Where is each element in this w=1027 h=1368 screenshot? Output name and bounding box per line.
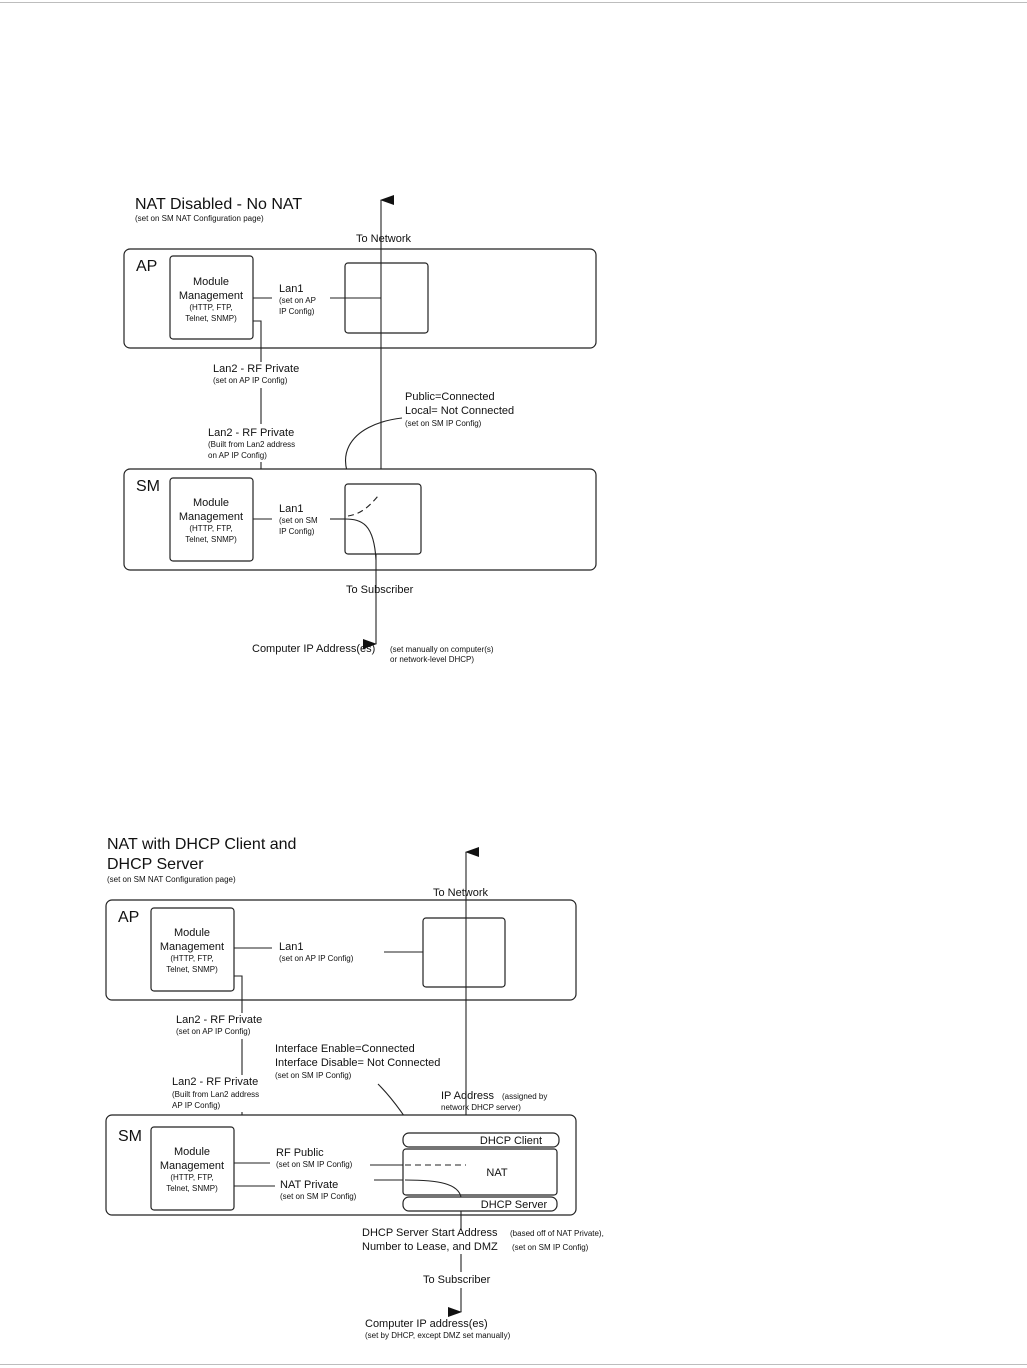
computer-ip-sub-2: (set by DHCP, except DMZ set manually) (365, 1331, 511, 1340)
nat-box (402, 1148, 558, 1196)
sm-module-line1: Module (193, 497, 229, 509)
sm-label: SM (136, 478, 160, 495)
sm2-module-management-box (150, 1126, 235, 1211)
sm2-module-line1: Module (174, 1146, 210, 1158)
lan2-ap-sub: (set on AP IP Config) (213, 376, 288, 385)
lan2-sm-label: Lan2 - RF Private (208, 427, 294, 439)
sm-module-line2: Management (179, 511, 243, 523)
lan2-sm-sub2: on AP IP Config) (208, 451, 267, 460)
sm-lan1-curve (344, 518, 377, 561)
nat-private-curve (404, 1179, 462, 1198)
diagram-nat-disabled: NAT Disabled - No NAT (set on SM NAT Con… (123, 195, 597, 664)
ip-address-sub1: (assigned by (502, 1092, 547, 1101)
ap2-module-line1: Module (174, 927, 210, 939)
sm-interface-box (344, 483, 422, 555)
interface-sub: (set on SM IP Config) (275, 1071, 352, 1080)
dhcp-server-label: DHCP Server (481, 1199, 548, 1211)
rf-public-sub: (set on SM IP Config) (276, 1160, 353, 1169)
ap-module-line1: Module (193, 276, 229, 288)
sm2-module-sub2: Telnet, SNMP) (166, 1184, 218, 1193)
lan2-sm2-label: Lan2 - RF Private (172, 1076, 258, 1088)
nat-private-label: NAT Private (280, 1179, 338, 1191)
sm-lan1-sub1: (set on SM (279, 516, 318, 525)
ap-lan2-connector (253, 320, 262, 362)
rf-public-label: RF Public (276, 1147, 324, 1159)
lan2-ap2-sub: (set on AP IP Config) (176, 1027, 251, 1036)
ap-lan1-sub1: (set on AP (279, 296, 316, 305)
ap-lan1-label: Lan1 (279, 283, 303, 295)
dhcp-start-sub: (based off of NAT Private), (510, 1229, 604, 1238)
nat-private-sub: (set on SM IP Config) (280, 1192, 357, 1201)
top-rule (0, 2, 1027, 3)
ap-label: AP (136, 258, 157, 275)
diagram-nat-dhcp: NAT with DHCP Client and DHCP Server (se… (105, 836, 604, 1340)
dhcp-lease-label: Number to Lease, and DMZ (362, 1241, 498, 1253)
ap-module-line2: Management (179, 290, 243, 302)
diagram2-subtitle: (set on SM NAT Configuration page) (107, 875, 236, 884)
diagram1-subtitle: (set on SM NAT Configuration page) (135, 214, 264, 223)
sm-module-sub1: (HTTP, FTP, (189, 524, 232, 533)
diagram1-to-subscriber: To Subscriber (346, 584, 414, 596)
ap-module-sub2: Telnet, SNMP) (185, 314, 237, 323)
interface-enable-label: Interface Enable=Connected (275, 1043, 415, 1055)
computer-ip-label: Computer IP Address(es) (252, 643, 375, 655)
diagram2-to-subscriber: To Subscriber (423, 1274, 491, 1286)
ap2-module-management-box (150, 907, 235, 992)
diagram1-title: NAT Disabled - No NAT (135, 196, 302, 213)
bottom-rule (0, 1364, 1027, 1365)
ap2-module-sub1: (HTTP, FTP, (170, 954, 213, 963)
dhcp-client-box (402, 1132, 560, 1148)
ip-address-sub2: network DHCP server) (441, 1103, 521, 1112)
dhcp-client-label: DHCP Client (480, 1135, 542, 1147)
local-not-connected-label: Local= Not Connected (405, 405, 514, 417)
diagram1-to-network: To Network (356, 233, 412, 245)
ap2-module-line2: Management (160, 941, 224, 953)
ip-address-label: IP Address (441, 1090, 494, 1102)
ap-module-sub1: (HTTP, FTP, (189, 303, 232, 312)
sm2-module-sub1: (HTTP, FTP, (170, 1173, 213, 1182)
sm2-label: SM (118, 1128, 142, 1145)
sm-lan1-label: Lan1 (279, 503, 303, 515)
ap-lan1-sub2: IP Config) (279, 307, 315, 316)
ap2-module-sub2: Telnet, SNMP) (166, 965, 218, 974)
computer-ip-sub2: or network-level DHCP) (390, 655, 474, 664)
lan2-sm2-sub1: (Built from Lan2 address (172, 1090, 259, 1099)
diagram2-title-line1: NAT with DHCP Client and (107, 836, 296, 853)
diagram2-title-line2: DHCP Server (107, 856, 204, 873)
nat-label: NAT (486, 1167, 507, 1179)
dhcp-lease-sub: (set on SM IP Config) (512, 1243, 589, 1252)
ap2-interface-box (422, 917, 506, 988)
lan2-sm2-sub2: AP IP Config) (172, 1101, 221, 1110)
lan2-ap-label: Lan2 - RF Private (213, 363, 299, 375)
dhcp-start-label: DHCP Server Start Address (362, 1227, 498, 1239)
computer-ip-sub1: (set manually on computer(s) (390, 645, 494, 654)
sm-module-sub2: Telnet, SNMP) (185, 535, 237, 544)
sm-public-dashed (347, 495, 379, 517)
diagram2-to-network: To Network (433, 887, 489, 899)
interface-disable-label: Interface Disable= Not Connected (275, 1057, 440, 1069)
sm2-module-line2: Management (160, 1160, 224, 1172)
dhcp-server-box (402, 1196, 558, 1212)
ap2-lan1-label: Lan1 (279, 941, 303, 953)
lan2-ap2-label: Lan2 - RF Private (176, 1014, 262, 1026)
ap2-label: AP (118, 909, 139, 926)
public-connected-label: Public=Connected (405, 391, 495, 403)
sm-lan1-sub2: IP Config) (279, 527, 315, 536)
ap2-lan2-connector (234, 975, 243, 1013)
public-local-sub: (set on SM IP Config) (405, 419, 482, 428)
ap2-lan1-sub: (set on AP IP Config) (279, 954, 354, 963)
computer-ip-label-2: Computer IP address(es) (365, 1318, 488, 1330)
lan2-sm-sub1: (Built from Lan2 address (208, 440, 295, 449)
